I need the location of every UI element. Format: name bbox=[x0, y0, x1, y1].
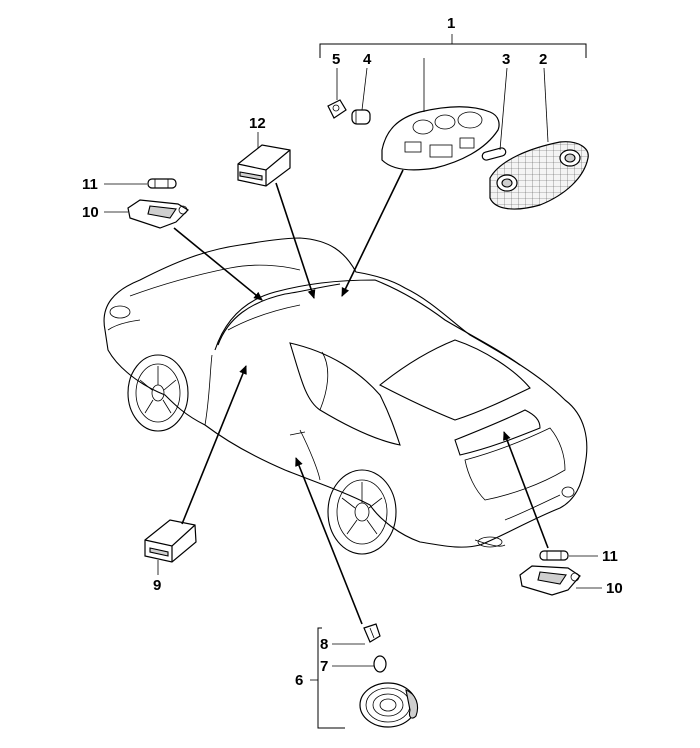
part-3-bulb bbox=[481, 147, 507, 161]
callout-6: 6 bbox=[295, 672, 303, 689]
callout-7: 7 bbox=[320, 658, 328, 675]
part-10-right-housing bbox=[519, 565, 581, 596]
part-1-console-housing bbox=[381, 106, 500, 171]
callout-1: 1 bbox=[447, 15, 455, 32]
part-2-grille-cover bbox=[489, 141, 589, 210]
part-12-lamp-unit bbox=[237, 144, 291, 187]
part-10-left-housing bbox=[127, 199, 189, 229]
callout-2: 2 bbox=[539, 51, 547, 68]
car-body bbox=[103, 237, 588, 555]
location-arrows bbox=[173, 169, 549, 625]
leader-lines bbox=[104, 34, 602, 729]
callout-labels: 1 2 3 4 5 12 11 10 9 11 10 8 7 6 bbox=[82, 15, 623, 689]
part-5-bulb-socket bbox=[327, 99, 347, 119]
part-7-bulb bbox=[373, 655, 387, 673]
part-11-left-bulb bbox=[147, 178, 177, 189]
part-8-socket bbox=[363, 623, 381, 643]
part-11-right-bulb bbox=[539, 550, 569, 561]
callout-11-left: 11 bbox=[82, 176, 98, 193]
callout-5: 5 bbox=[332, 51, 340, 68]
part-6-lamp-lens bbox=[359, 682, 419, 728]
callout-10-right: 10 bbox=[606, 580, 623, 597]
callout-12: 12 bbox=[249, 115, 266, 132]
callout-9: 9 bbox=[153, 577, 161, 594]
callout-8: 8 bbox=[320, 636, 328, 653]
part-9-lamp-unit bbox=[144, 519, 197, 563]
callout-4: 4 bbox=[363, 51, 372, 68]
callout-10-left: 10 bbox=[82, 204, 99, 221]
callout-11-right: 11 bbox=[602, 548, 618, 565]
callout-3: 3 bbox=[502, 51, 510, 68]
part-4-bulb bbox=[351, 109, 371, 125]
